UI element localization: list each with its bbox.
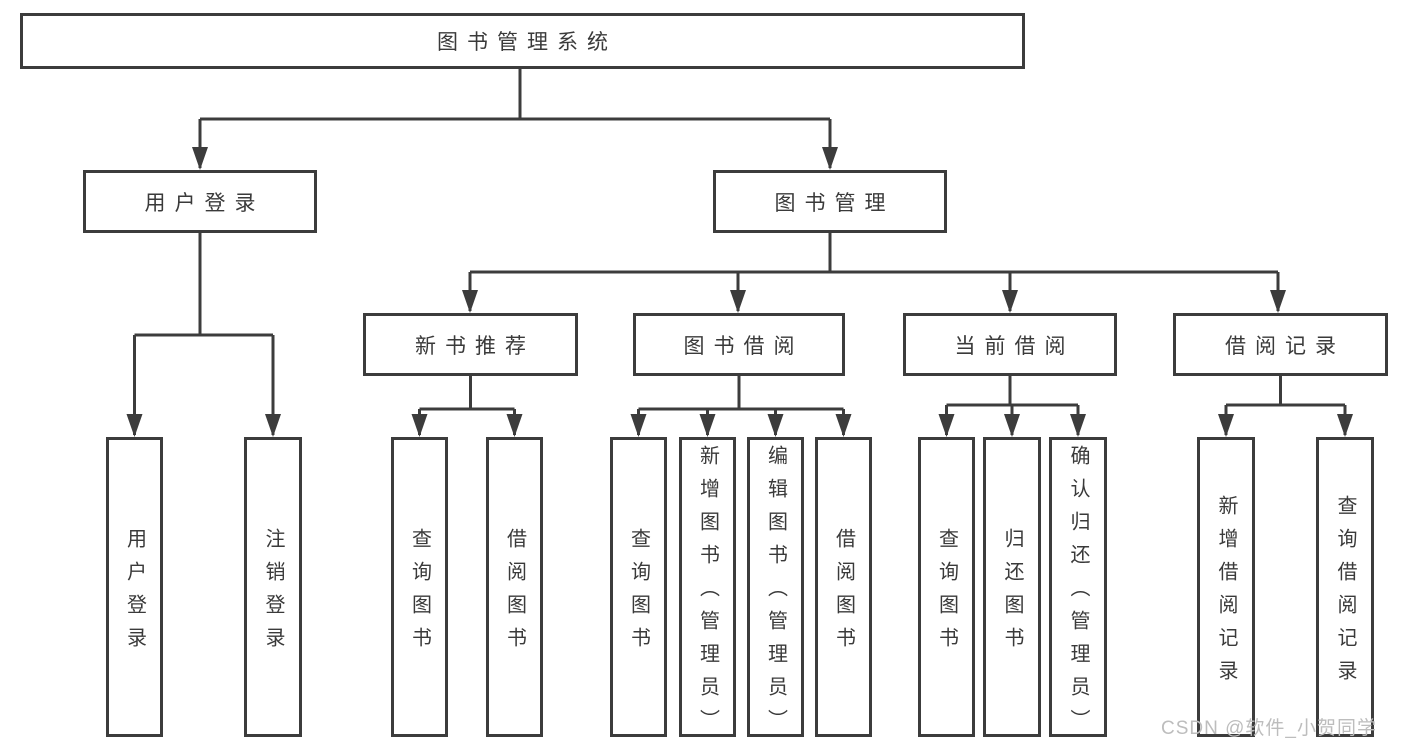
arrowhead bbox=[630, 414, 647, 437]
node-leaf-return-books: 归还图书 bbox=[983, 437, 1041, 737]
node-label: 图书管理 bbox=[774, 191, 895, 215]
node-leaf-edit-books-admin: 编辑图书（管理员） bbox=[747, 437, 804, 742]
arrowhead bbox=[767, 414, 784, 437]
node-label: 借阅记录 bbox=[1225, 334, 1345, 358]
arrowhead bbox=[835, 414, 852, 437]
arrowhead bbox=[1337, 414, 1353, 437]
arrowhead bbox=[265, 414, 281, 437]
node-label: 查询借阅记录 bbox=[1334, 494, 1356, 693]
node-label: 图书借阅 bbox=[683, 334, 804, 358]
connector-book-mgmt-to-level3 bbox=[468, 233, 1280, 311]
arrowhead bbox=[1218, 414, 1234, 437]
node-borrow-records: 借阅记录 bbox=[1173, 313, 1388, 376]
node-label: 新增图书（管理员） bbox=[696, 445, 719, 742]
arrowhead bbox=[699, 414, 716, 437]
node-label: 编辑图书（管理员） bbox=[764, 445, 787, 742]
csdn-watermark: CSDN @软件_小贺同学 bbox=[1161, 718, 1377, 739]
node-leaf-query-books-1: 查询图书 bbox=[391, 437, 448, 737]
arrowhead bbox=[1070, 414, 1086, 437]
node-user-login: 用户登录 bbox=[83, 170, 317, 233]
node-current-borrow: 当前借阅 bbox=[903, 313, 1117, 376]
node-leaf-query-books-3: 查询图书 bbox=[918, 437, 975, 737]
connector-book-borrow-to-children bbox=[637, 376, 845, 435]
arrowhead bbox=[126, 414, 143, 437]
node-root-library-system: 图书管理系统 bbox=[20, 13, 1025, 69]
node-label: 用户登录 bbox=[123, 527, 146, 660]
node-leaf-query-books-2: 查询图书 bbox=[610, 437, 667, 737]
node-label: 图书管理系统 bbox=[437, 31, 617, 54]
arrowhead bbox=[1004, 414, 1020, 437]
connector-new-books-to-children bbox=[418, 376, 516, 435]
node-label: 归还图书 bbox=[1001, 527, 1023, 660]
node-leaf-query-borrow-record: 查询借阅记录 bbox=[1316, 437, 1374, 737]
node-leaf-add-borrow-record: 新增借阅记录 bbox=[1197, 437, 1255, 737]
node-book-management: 图书管理 bbox=[713, 170, 947, 233]
node-label: 用户登录 bbox=[144, 191, 265, 215]
arrowhead bbox=[411, 414, 428, 437]
node-leaf-borrow-books-1: 借阅图书 bbox=[486, 437, 543, 737]
node-label: 查询图书 bbox=[627, 527, 650, 660]
node-label: 新书推荐 bbox=[415, 334, 535, 358]
node-label: 注销登录 bbox=[262, 527, 284, 660]
arrowhead bbox=[938, 414, 955, 437]
arrowhead bbox=[462, 290, 478, 313]
arrowhead bbox=[730, 290, 746, 313]
node-label: 查询图书 bbox=[935, 527, 958, 660]
arrowhead bbox=[822, 147, 838, 170]
node-leaf-borrow-books-2: 借阅图书 bbox=[815, 437, 872, 737]
node-label: 借阅图书 bbox=[503, 527, 526, 660]
connector-borrow-records-to-children bbox=[1224, 376, 1347, 435]
node-label: 借阅图书 bbox=[832, 527, 855, 660]
arrowhead bbox=[1270, 290, 1286, 313]
node-label: 当前借阅 bbox=[954, 334, 1075, 358]
connector-user-login-to-children bbox=[133, 233, 275, 435]
node-leaf-add-books-admin: 新增图书（管理员） bbox=[679, 437, 736, 742]
arrowhead bbox=[192, 147, 208, 170]
node-label: 查询图书 bbox=[408, 527, 431, 660]
arrowhead bbox=[506, 414, 523, 437]
arrowheads bbox=[126, 147, 1353, 437]
connector-root-to-level2 bbox=[198, 69, 832, 168]
node-leaf-user-login: 用户登录 bbox=[106, 437, 163, 737]
node-book-borrow: 图书借阅 bbox=[633, 313, 845, 376]
node-leaf-confirm-return-admin: 确认归还（管理员） bbox=[1049, 437, 1107, 742]
node-label: 确认归还（管理员） bbox=[1067, 445, 1089, 742]
node-label: 新增借阅记录 bbox=[1215, 494, 1237, 693]
arrowhead bbox=[1002, 290, 1018, 313]
node-leaf-logout: 注销登录 bbox=[244, 437, 302, 737]
node-new-book-recommend: 新书推荐 bbox=[363, 313, 578, 376]
